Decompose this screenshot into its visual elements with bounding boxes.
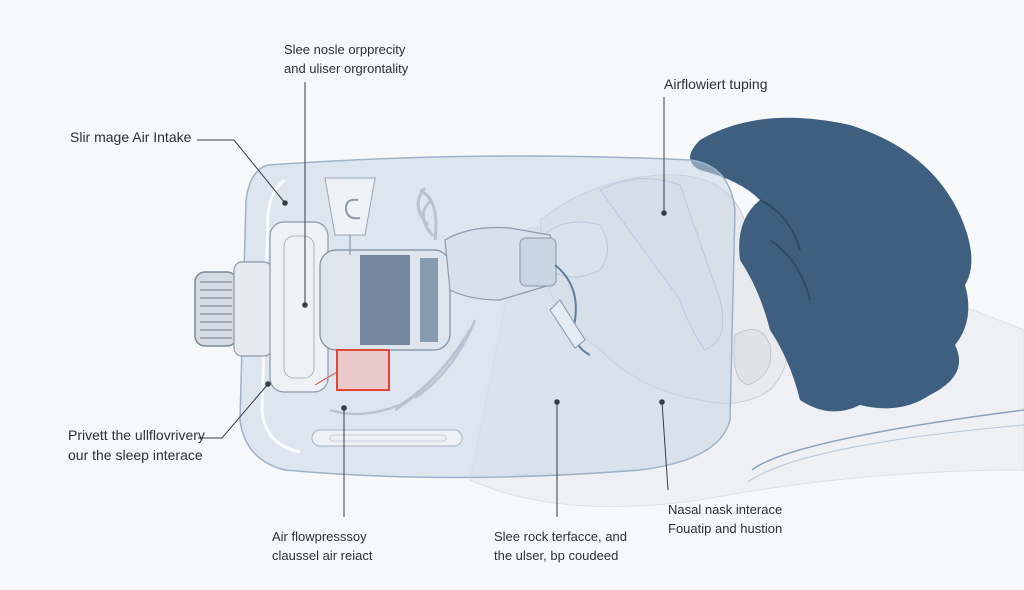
label-line: Slee rock terfacce, and bbox=[494, 529, 627, 544]
filter-grille bbox=[200, 281, 232, 339]
label-sleep-interface: Slee rock terfacce, and the ulser, bp co… bbox=[494, 527, 627, 565]
label-line: claussel air reiact bbox=[272, 548, 373, 563]
ear-shape bbox=[733, 328, 772, 386]
mask-tube-clear bbox=[549, 299, 586, 349]
device-shell bbox=[239, 155, 736, 479]
base-tray-slot bbox=[329, 434, 447, 442]
leader-lines bbox=[197, 82, 669, 517]
label-sleep-mode-opacity: Slee nosle orpprecity and uliser orgront… bbox=[284, 40, 408, 78]
humidifier-symbol bbox=[344, 198, 361, 220]
hair-strand-2 bbox=[769, 239, 811, 301]
humidifier-chamber-icon bbox=[324, 177, 376, 236]
hair-strand bbox=[759, 199, 801, 251]
mask-tubing bbox=[554, 264, 591, 356]
leader-dots bbox=[265, 200, 667, 411]
label-prevent-airflow: Privett the ullflovrivery our the sleep … bbox=[68, 425, 205, 465]
blower-disc-ring bbox=[283, 235, 315, 379]
label-nasal-mask: Nasal nask interace Fouatip and hustion bbox=[668, 500, 782, 538]
base-tray bbox=[311, 429, 463, 447]
hair-shape bbox=[690, 117, 972, 412]
label-line: and uliser orgrontality bbox=[284, 61, 409, 76]
outlet-port bbox=[519, 237, 557, 287]
label-line: Privett the ullflovrivery bbox=[68, 427, 205, 443]
label-airflow-tubing: Airflowiert tuping bbox=[664, 75, 768, 94]
label-line: Air flowpresssoy bbox=[272, 529, 367, 544]
label-line: Nasal nask interace bbox=[668, 502, 783, 517]
label-line: Fouatip and hustion bbox=[668, 521, 783, 536]
sheet-curve bbox=[751, 409, 1024, 471]
pressure-sensor-icon bbox=[336, 349, 390, 391]
sheet-curve-2 bbox=[747, 424, 1024, 483]
motor-band bbox=[360, 255, 410, 345]
sensor-wire bbox=[314, 371, 338, 386]
label-line: Slir mage Air Intake bbox=[70, 129, 192, 145]
label-air-pressure: Air flowpresssoy claussel air reiact bbox=[272, 527, 372, 565]
label-air-intake: Slir mage Air Intake bbox=[70, 128, 191, 147]
label-line: our the sleep interace bbox=[68, 447, 203, 463]
label-line: Airflowiert tuping bbox=[664, 76, 768, 92]
motor-band-2 bbox=[420, 258, 438, 342]
label-line: Slee nosle orpprecity bbox=[284, 42, 406, 57]
label-line: the ulser, bp coudeed bbox=[494, 548, 619, 563]
filter-collar bbox=[233, 261, 273, 357]
device-shell-inner bbox=[260, 178, 301, 454]
blower-disc bbox=[269, 221, 329, 393]
air-intake-filter-icon bbox=[194, 271, 238, 347]
coiled-hose-lower bbox=[329, 319, 477, 416]
coiled-hose-icon bbox=[416, 187, 438, 241]
